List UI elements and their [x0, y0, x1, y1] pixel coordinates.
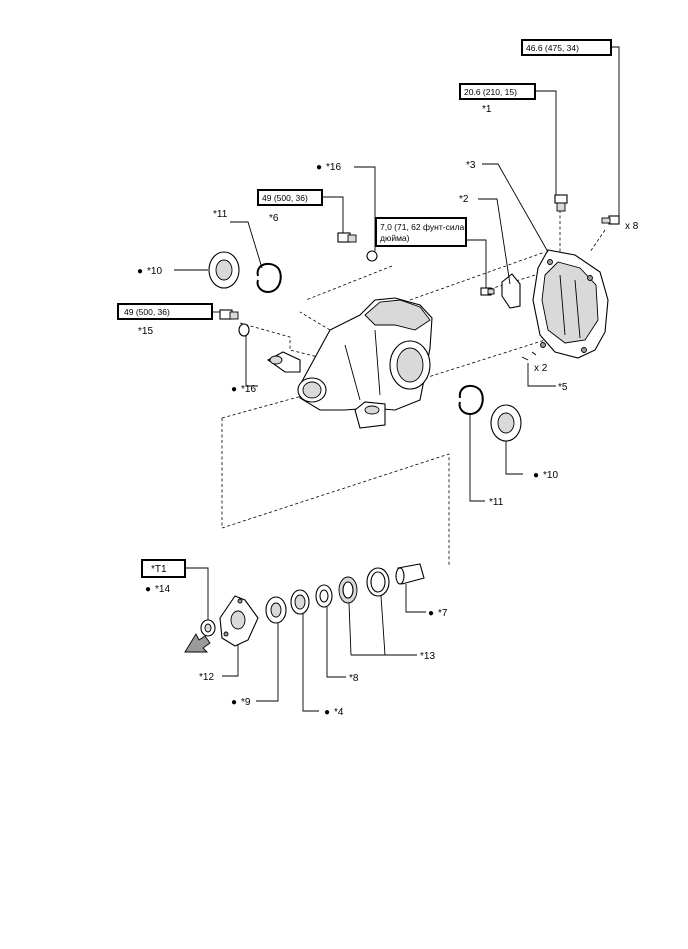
- snap-ring-right: [458, 384, 484, 416]
- oil-seal-left: [208, 251, 240, 289]
- label-2: *2: [459, 194, 469, 205]
- torque-box-plug-6: 49 (500, 36): [257, 189, 323, 206]
- label-11a: *11: [213, 209, 228, 220]
- svg-text:49 (500, 36): 49 (500, 36): [262, 193, 308, 203]
- label-12: *12: [199, 672, 214, 683]
- label-4: *4: [334, 707, 344, 718]
- qty-8: x 8: [625, 221, 639, 232]
- torque-box-plug-15: 49 (500, 36): [117, 303, 213, 320]
- label-14: *14: [155, 584, 170, 595]
- svg-text:дюйма): дюйма): [380, 233, 410, 243]
- plug-15: [219, 309, 239, 320]
- label-3: *3: [466, 160, 476, 171]
- label-6: *6: [269, 213, 279, 224]
- washer-8: [315, 584, 333, 608]
- tool-arrow: [184, 633, 211, 653]
- svg-text:49 (500, 36): 49 (500, 36): [124, 307, 170, 317]
- bullet-10b: ●: [533, 470, 539, 481]
- qty-2: x 2: [534, 363, 548, 374]
- companion-flange-12: [219, 595, 259, 647]
- torque-box-plug-1: 20.6 (210, 15): [459, 83, 536, 100]
- bolt-cover: [601, 215, 620, 225]
- label-13: *13: [420, 651, 435, 662]
- plug-6: [337, 232, 357, 243]
- cover-gasket: [501, 273, 521, 309]
- torque-box-bolt-2: 7,0 (71, 62 фунт-сила- дюйма): [375, 217, 467, 247]
- label-5: *5: [558, 382, 568, 393]
- bullet-14: ●: [145, 584, 151, 595]
- torque-box-cover-bolt: 46.6 (475, 34): [521, 39, 612, 56]
- carrier-cover: [532, 249, 609, 359]
- bullet-16b: ●: [231, 384, 237, 395]
- gasket-16-left: [238, 323, 250, 337]
- svg-text:20.6 (210, 15): 20.6 (210, 15): [464, 87, 517, 97]
- label-9: *9: [241, 697, 251, 708]
- pins-5: [521, 351, 537, 361]
- label-10b: *10: [543, 470, 558, 481]
- assembly-dashed-lines: [221, 210, 606, 566]
- oil-seal-9: [265, 596, 287, 624]
- label-16b: *16: [241, 384, 256, 395]
- leader-lines: [174, 46, 620, 712]
- filler-plug-1: [554, 194, 568, 212]
- svg-text:46.6 (475, 34): 46.6 (475, 34): [526, 43, 579, 53]
- svg-text:7,0 (71, 62 фунт-сила-: 7,0 (71, 62 фунт-сила-: [380, 222, 467, 232]
- oil-slinger-4: [290, 589, 310, 615]
- label-1: *1: [482, 104, 492, 115]
- bolt-2: [480, 287, 495, 296]
- bullet-7: ●: [428, 608, 434, 619]
- oil-seal-right: [490, 404, 522, 442]
- svg-text:*T1: *T1: [151, 564, 167, 575]
- label-16a: *16: [326, 162, 341, 173]
- gasket-16-top: [366, 250, 378, 262]
- bullet-9: ●: [231, 697, 237, 708]
- bearing-inner-13: [338, 576, 358, 604]
- bullet-4: ●: [324, 707, 330, 718]
- bearing-outer-13: [366, 567, 390, 597]
- label-7: *7: [438, 608, 448, 619]
- label-10a: *10: [147, 266, 162, 277]
- tool-box-t1: *T1: [141, 559, 186, 578]
- spacer-7: [395, 563, 425, 585]
- label-11b: *11: [489, 497, 504, 508]
- label-15: *15: [138, 326, 153, 337]
- nut-14: [200, 619, 216, 637]
- snap-ring-left: [256, 262, 282, 294]
- label-8: *8: [349, 673, 359, 684]
- part-labels: *1 *3 *2 x 8 ● *16 *6 *11 ● *10 *15 ● *1…: [137, 104, 639, 718]
- bullet-10a: ●: [137, 266, 143, 277]
- bullet-16a: ●: [316, 162, 322, 173]
- differential-carrier: [266, 297, 433, 429]
